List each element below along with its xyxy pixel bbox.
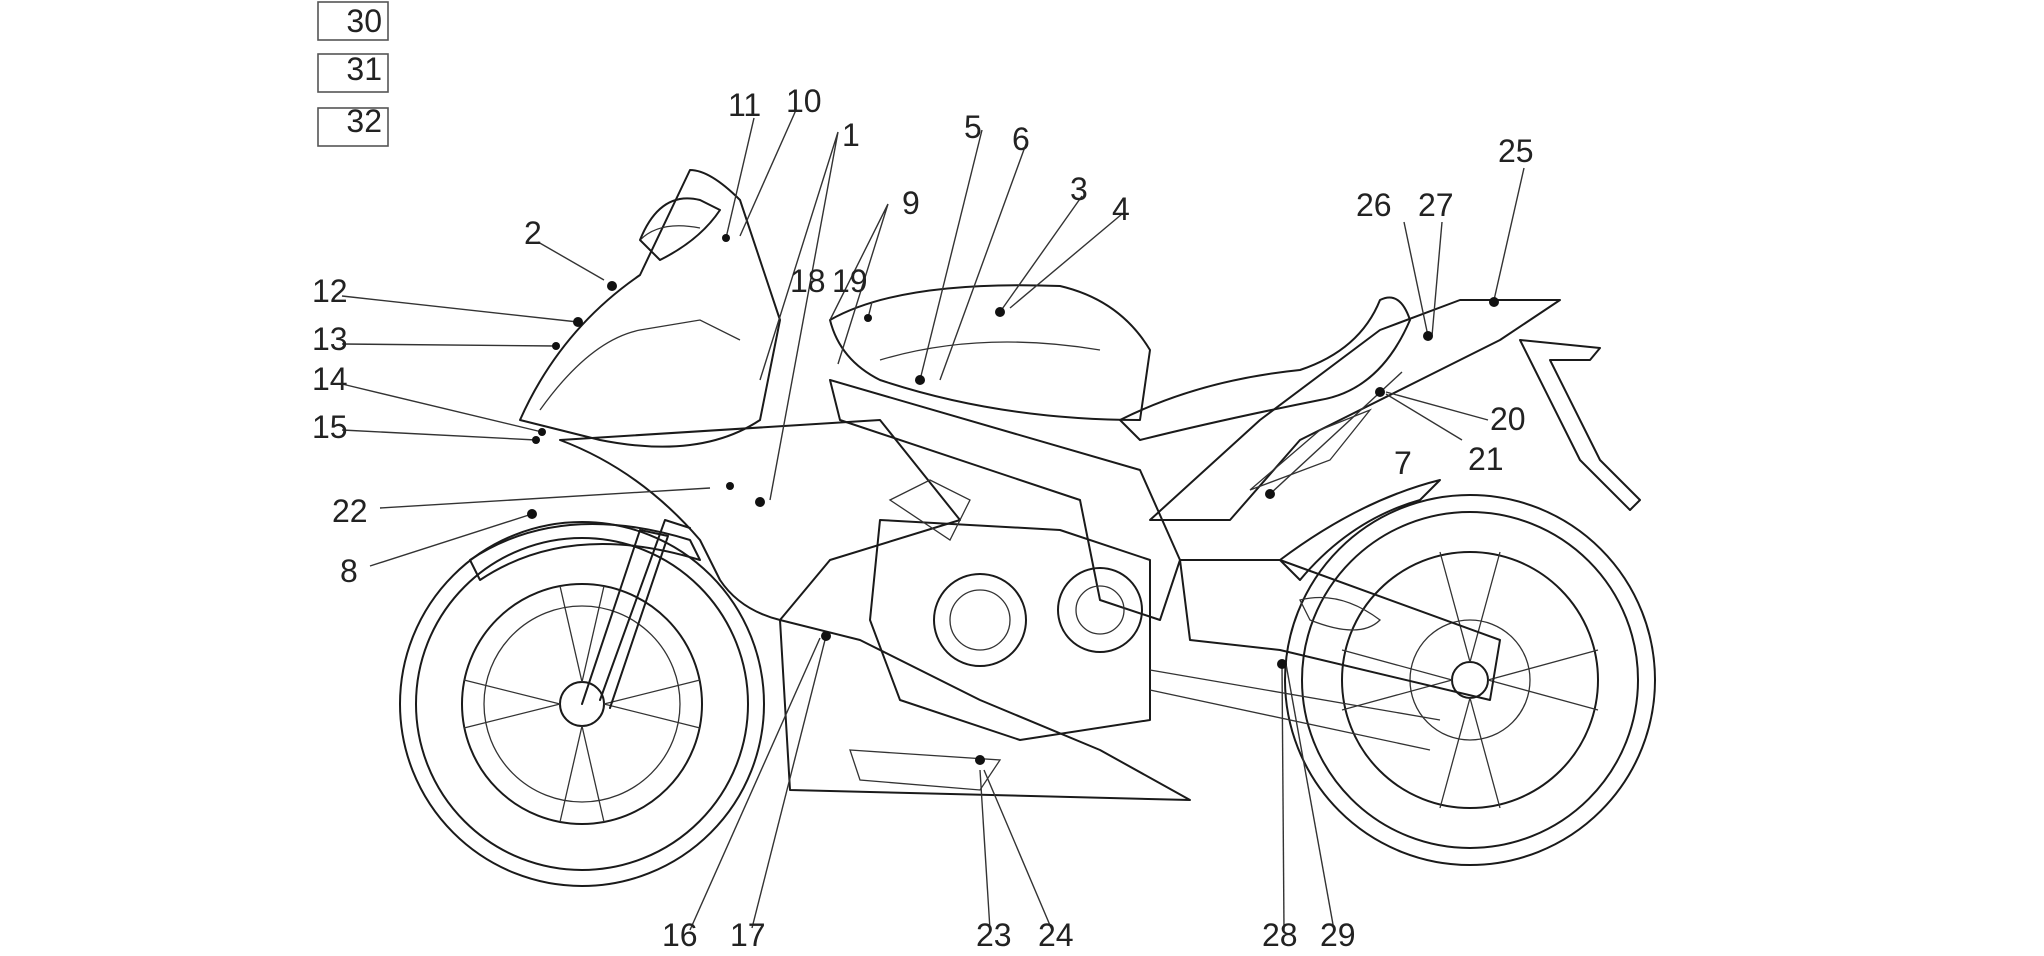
callout-1: 1 — [842, 117, 860, 153]
callout-labels: 1 2 3 4 5 6 7 8 9 10 11 12 13 14 15 16 1… — [312, 83, 1534, 953]
callout-3: 3 — [1070, 171, 1088, 207]
callout-16: 16 — [662, 917, 698, 953]
callout-6: 6 — [1012, 121, 1030, 157]
callout-17: 17 — [730, 917, 766, 953]
legend-box-label: 32 — [346, 103, 382, 139]
legend-box-32: 32 — [317, 103, 389, 147]
callout-25: 25 — [1498, 133, 1534, 169]
motorcycle-drawing — [399, 169, 1656, 887]
callout-8: 8 — [340, 553, 358, 589]
callout-2: 2 — [524, 215, 542, 251]
callout-19: 19 — [832, 263, 868, 299]
callout-26: 26 — [1356, 187, 1392, 223]
callout-5: 5 — [964, 109, 982, 145]
callout-7: 7 — [1394, 445, 1412, 481]
legend-box-30: 30 — [317, 1, 389, 41]
callout-12: 12 — [312, 273, 348, 309]
callout-4: 4 — [1112, 191, 1130, 227]
legend-box-label: 31 — [346, 51, 382, 87]
callout-13: 13 — [312, 321, 348, 357]
callout-27: 27 — [1418, 187, 1454, 223]
front-wheel — [399, 521, 765, 887]
callout-22: 22 — [332, 493, 368, 529]
callout-24: 24 — [1038, 917, 1074, 953]
legend-box-label: 30 — [346, 3, 382, 39]
callout-23: 23 — [976, 917, 1012, 953]
callout-10: 10 — [786, 83, 822, 119]
callout-15: 15 — [312, 409, 348, 445]
callout-dots — [527, 234, 1499, 765]
callout-9: 9 — [902, 185, 920, 221]
rear-wheel — [1284, 494, 1656, 866]
legend-box-31: 31 — [317, 51, 389, 93]
callout-28: 28 — [1262, 917, 1298, 953]
leader-lines — [341, 109, 1525, 931]
callout-20: 20 — [1490, 401, 1526, 437]
callout-29: 29 — [1320, 917, 1356, 953]
callout-18: 18 — [790, 263, 826, 299]
callout-14: 14 — [312, 361, 348, 397]
engine — [869, 479, 1151, 741]
callout-21: 21 — [1468, 441, 1504, 477]
callout-11: 11 — [728, 87, 761, 123]
